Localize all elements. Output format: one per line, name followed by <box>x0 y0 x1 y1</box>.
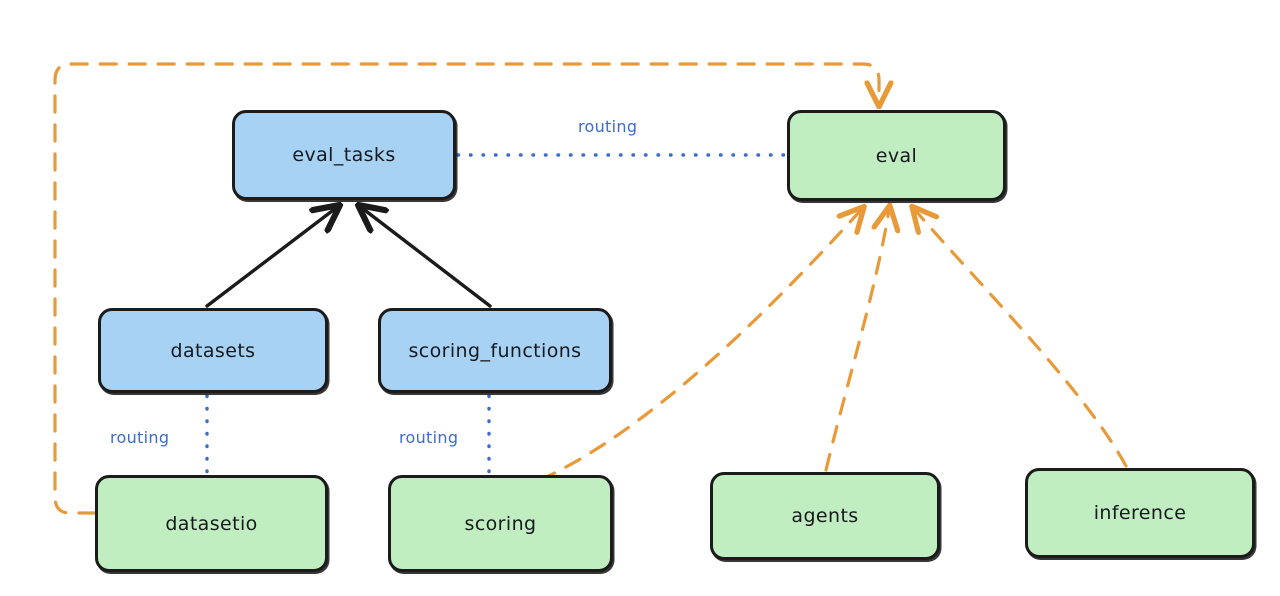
node-label-agents: agents <box>791 505 859 527</box>
node-scoring[interactable]: scoring <box>388 475 613 572</box>
edge-inference-to-eval <box>915 210 1128 468</box>
node-label-eval: eval <box>875 144 918 167</box>
edge-label-routing-eval-tasks: routing <box>578 117 638 136</box>
edge-datasets-to-eval_tasks <box>205 208 336 308</box>
node-agents[interactable]: agents <box>710 472 940 560</box>
node-label-eval-tasks: eval_tasks <box>292 144 396 166</box>
node-label-scoring: scoring <box>464 512 537 535</box>
node-datasets[interactable]: datasets <box>98 308 328 393</box>
edge-label-routing-datasets: routing <box>110 428 170 447</box>
edge-agents-to-eval <box>824 210 889 472</box>
node-eval[interactable]: eval <box>787 110 1006 201</box>
node-label-datasetio: datasetio <box>165 512 258 535</box>
edge-label-routing-scoring-functions: routing <box>399 428 459 447</box>
edge-datasetio-to-eval <box>53 62 879 515</box>
edge-scoring_functions-to-eval_tasks <box>362 208 492 308</box>
node-eval-tasks[interactable]: eval_tasks <box>232 110 456 200</box>
node-label-datasets: datasets <box>170 339 256 362</box>
node-scoring-functions[interactable]: scoring_functions <box>378 308 612 393</box>
node-inference[interactable]: inference <box>1025 468 1255 558</box>
node-datasetio[interactable]: datasetio <box>95 475 328 572</box>
node-label-inference: inference <box>1093 502 1187 524</box>
node-label-scoring-functions: scoring_functions <box>408 339 582 362</box>
